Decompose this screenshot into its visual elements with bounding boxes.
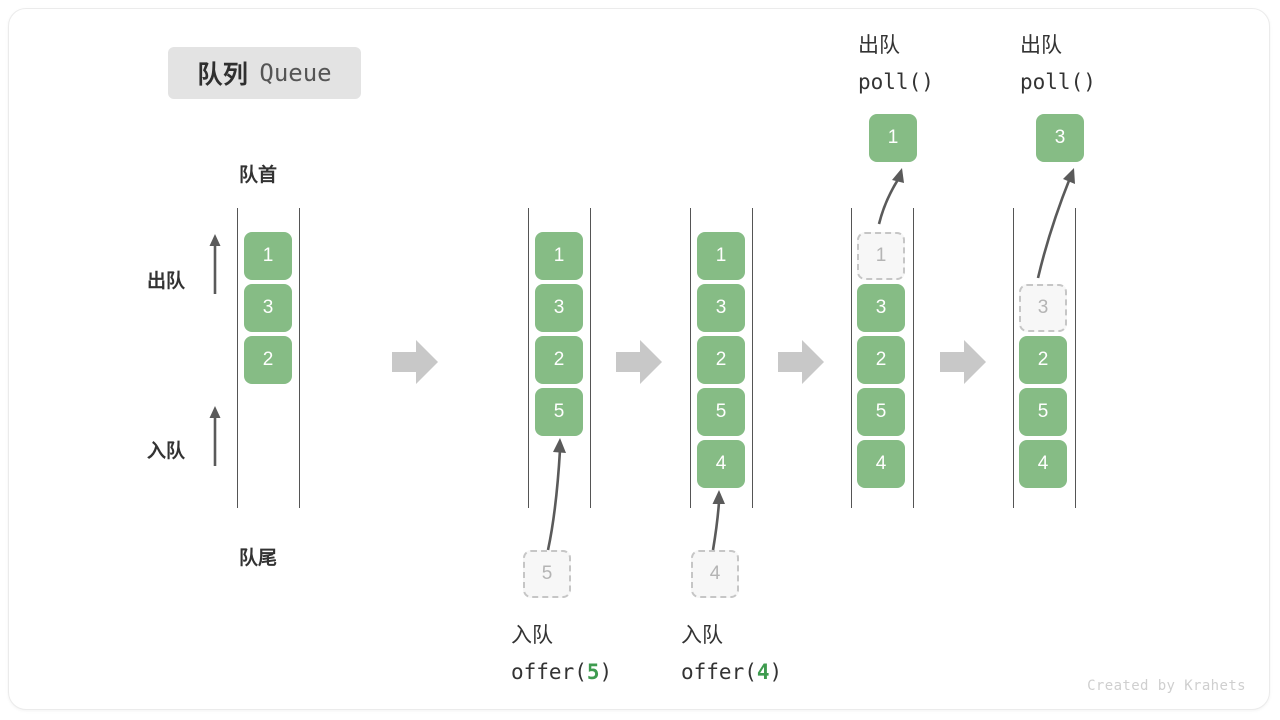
stage-4-code-suffix: ) bbox=[921, 70, 934, 94]
stage-4-popped-element: 1 bbox=[869, 114, 917, 162]
stage-3-operation-code: offer(4) bbox=[681, 654, 782, 690]
stage-5-element-2: 4 bbox=[1019, 440, 1067, 488]
enqueue-label: 入队 bbox=[147, 441, 186, 462]
stage-4-element-2: 5 bbox=[857, 388, 905, 436]
stage-1-element-0: 1 bbox=[244, 232, 292, 280]
stage-3-rail-right bbox=[752, 208, 753, 508]
stage-5-operation-label: 出队 poll() bbox=[1020, 28, 1096, 100]
stage-4-element-1: 2 bbox=[857, 336, 905, 384]
stage-5-popped-element: 3 bbox=[1036, 114, 1084, 162]
stage-2-operation-cn: 入队 bbox=[511, 624, 553, 647]
stage-2-code-arg: 5 bbox=[586, 660, 600, 684]
stage-4-rail-left bbox=[851, 208, 852, 508]
stage-4-operation-label: 出队 poll() bbox=[858, 28, 934, 100]
stage-2-rail-right bbox=[590, 208, 591, 508]
rear-label: 队尾 bbox=[239, 548, 278, 569]
stage-3-code-arg: 4 bbox=[756, 660, 770, 684]
stage-5-element-1: 5 bbox=[1019, 388, 1067, 436]
stage-5-operation-cn: 出队 bbox=[1020, 34, 1062, 57]
dequeue-label: 出队 bbox=[147, 271, 186, 292]
stage-4-operation-cn: 出队 bbox=[858, 34, 900, 57]
stage-4-element-0: 3 bbox=[857, 284, 905, 332]
stage-4-element-3: 4 bbox=[857, 440, 905, 488]
stage-2-insert-arrow bbox=[546, 438, 566, 551]
stage-5-code-suffix: ) bbox=[1083, 70, 1096, 94]
stage-2-operation-label: 入队 offer(5) bbox=[511, 618, 612, 690]
stage-4-rail-right bbox=[913, 208, 914, 508]
stage-3-code-prefix: offer( bbox=[681, 660, 757, 684]
diagram-title-cn: 队列 bbox=[197, 61, 249, 89]
stage-3-element-4: 4 bbox=[697, 440, 745, 488]
diagram-title-badge: 队列 Queue bbox=[168, 47, 361, 99]
stage-5-rail-right bbox=[1075, 208, 1076, 508]
stage-2-element-3: 5 bbox=[535, 388, 583, 436]
step-arrow-3 bbox=[778, 340, 824, 384]
stage-2-ghost-element: 5 bbox=[523, 550, 571, 598]
stage-1-element-1: 3 bbox=[244, 284, 292, 332]
stage-3-operation-cn: 入队 bbox=[681, 624, 723, 647]
step-arrow-1 bbox=[392, 340, 438, 384]
stage-5-operation-code: poll() bbox=[1020, 64, 1096, 100]
enqueue-direction-arrow bbox=[209, 406, 221, 466]
stage-2-element-1: 3 bbox=[535, 284, 583, 332]
stage-3-element-1: 3 bbox=[697, 284, 745, 332]
stage-1-rail-right bbox=[299, 208, 300, 508]
stage-4-ghost-element: 1 bbox=[857, 232, 905, 280]
stage-2-rail-left bbox=[528, 208, 529, 508]
stage-2-code-prefix: offer( bbox=[511, 660, 587, 684]
diagram-title-en: Queue bbox=[259, 59, 332, 87]
front-label: 队首 bbox=[239, 165, 278, 186]
stage-3-operation-label: 入队 offer(4) bbox=[681, 618, 782, 690]
stage-1-element-2: 2 bbox=[244, 336, 292, 384]
stage-5-poll-arrow bbox=[1036, 168, 1075, 279]
stage-5-element-0: 2 bbox=[1019, 336, 1067, 384]
dequeue-direction-arrow bbox=[209, 234, 221, 294]
stage-4-code-prefix: poll( bbox=[858, 70, 922, 94]
stage-4-poll-arrow bbox=[877, 168, 904, 225]
step-arrow-2 bbox=[616, 340, 662, 384]
stage-3-element-3: 5 bbox=[697, 388, 745, 436]
stage-2-element-0: 1 bbox=[535, 232, 583, 280]
stage-2-code-suffix: ) bbox=[599, 660, 613, 684]
stage-2-operation-code: offer(5) bbox=[511, 654, 612, 690]
stage-3-insert-arrow bbox=[711, 490, 725, 551]
step-arrow-4 bbox=[940, 340, 986, 384]
stage-1-rail-left bbox=[237, 208, 238, 508]
credit-text: Created by Krahets bbox=[1087, 678, 1246, 694]
stage-3-element-0: 1 bbox=[697, 232, 745, 280]
stage-5-ghost-element: 3 bbox=[1019, 284, 1067, 332]
stage-2-element-2: 2 bbox=[535, 336, 583, 384]
stage-3-ghost-element: 4 bbox=[691, 550, 739, 598]
stage-3-element-2: 2 bbox=[697, 336, 745, 384]
stage-4-operation-code: poll() bbox=[858, 64, 934, 100]
stage-5-rail-left bbox=[1013, 208, 1014, 508]
stage-5-code-prefix: poll( bbox=[1020, 70, 1084, 94]
stage-3-rail-left bbox=[690, 208, 691, 508]
stage-3-code-suffix: ) bbox=[769, 660, 783, 684]
